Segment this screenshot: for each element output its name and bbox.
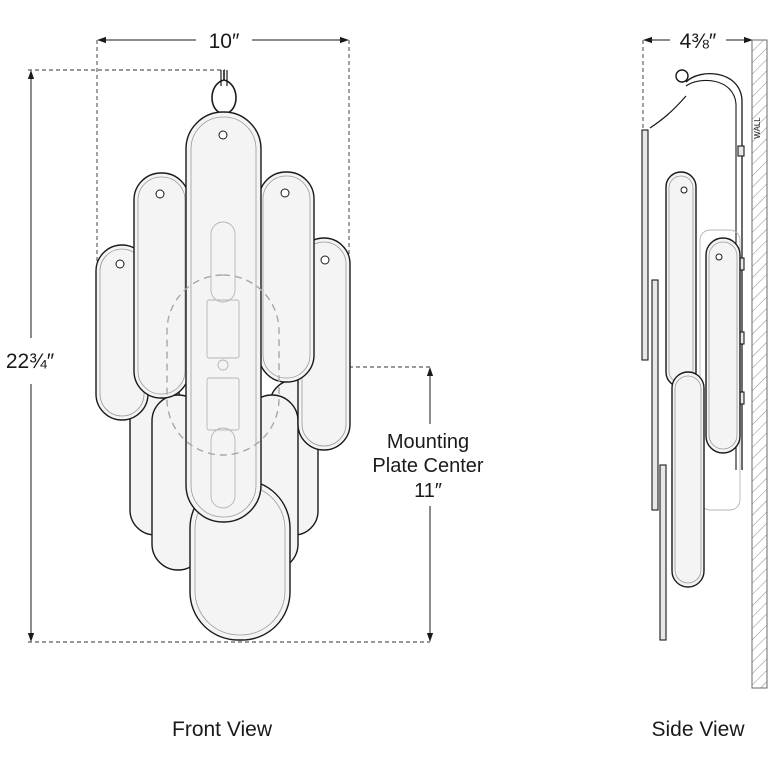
- side-view: 4⅜″ WALL: [641, 30, 768, 741]
- mounting-label-line2: Plate Center: [372, 455, 484, 477]
- side-thin-plates: [641, 129, 741, 641]
- glass-shades-back: [129, 374, 319, 571]
- light-sockets: [206, 221, 240, 509]
- mounting-plate-dimension: Mounting Plate Center 11″: [372, 367, 484, 642]
- mounting-label-line1: Mounting: [387, 431, 469, 453]
- glass-shade-center: [185, 111, 262, 523]
- wall: WALL: [751, 39, 768, 689]
- front-view-label: Front View: [172, 718, 273, 741]
- depth-dimension-label: 4⅜″: [680, 30, 717, 53]
- side-view-label: Side View: [651, 718, 745, 741]
- mounting-plate-outline: [166, 274, 280, 456]
- front-view: 10″ 22¾″ Mounting Plate Center 11″: [6, 30, 484, 741]
- width-dimension: 10″: [97, 30, 349, 53]
- mounting-label-line3: 11″: [414, 480, 442, 502]
- height-dimension: 22¾″: [6, 70, 55, 642]
- side-glass-profiles: [665, 171, 741, 588]
- depth-dimension: 4⅜″: [642, 30, 753, 140]
- wall-arm: [649, 69, 745, 470]
- wall-label: WALL: [753, 117, 762, 139]
- width-dimension-label: 10″: [209, 30, 240, 53]
- height-dimension-label: 22¾″: [6, 350, 55, 373]
- hanging-loop: [211, 70, 237, 115]
